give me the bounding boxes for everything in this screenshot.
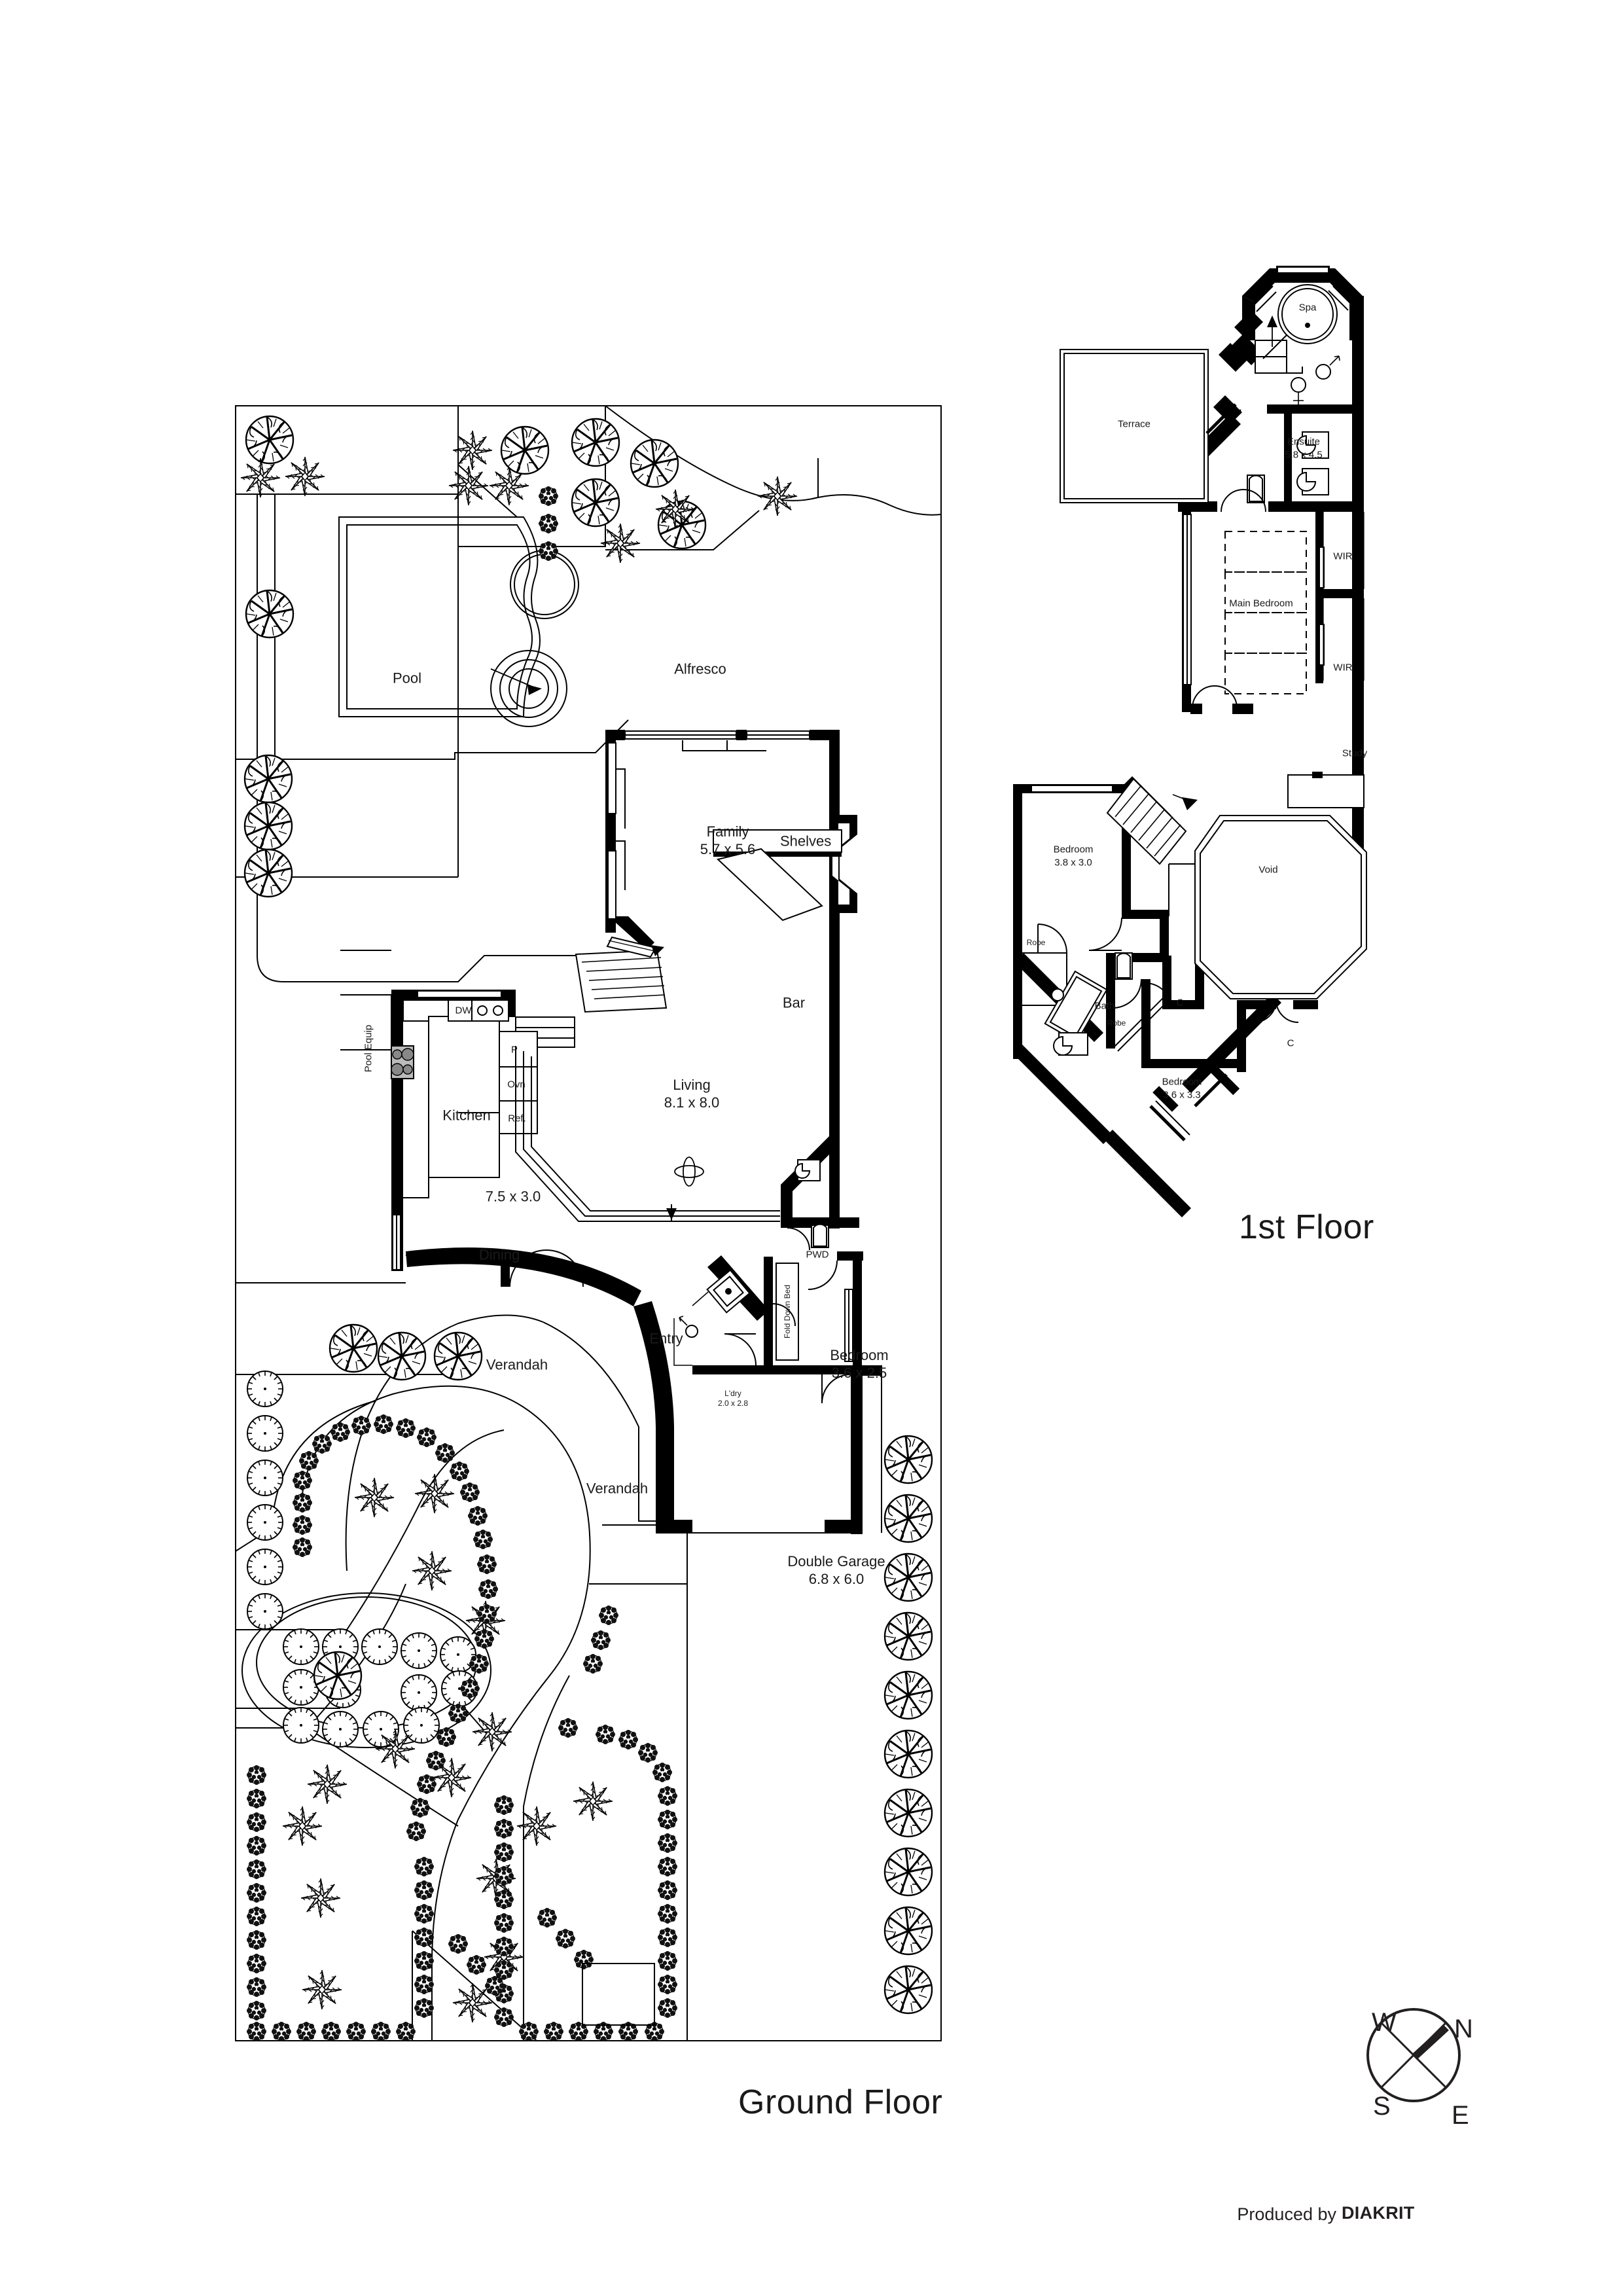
first-floor-title: 1st Floor (1239, 1208, 1374, 1246)
room-label-living: Living 8.1 x 8.0 (664, 1077, 720, 1111)
room-label-terrace: Terrace (1117, 418, 1151, 430)
room-label-kitchen-dimension: 7.5 x 3.0 (485, 1188, 541, 1205)
front-path-pad (582, 1963, 655, 2026)
room-label-double-garage: Double Garage 6.8 x 6.0 (787, 1553, 885, 1587)
planting-east-strip (883, 1435, 933, 2015)
compass-label-north: N (1454, 2015, 1473, 2043)
ceiling-fan (674, 1157, 704, 1187)
ground-floor-title: Ground Floor (738, 2083, 943, 2121)
rear-paving (236, 719, 629, 982)
appliance-label-oven: Ovn (507, 1079, 526, 1090)
first-floor-detail (1013, 266, 1367, 1141)
appliance-label-pantry: P (510, 1044, 518, 1056)
room-label-ensuite: Ensuite 5.8 x 4.5 (1285, 436, 1323, 461)
room-label-bath: Bath (1094, 1000, 1115, 1012)
interior-detail-ground (340, 730, 882, 1534)
room-label-cupboard-lower: C (1287, 1037, 1294, 1049)
room-label-laundry: L'dry 2.0 x 2.8 (717, 1389, 749, 1408)
room-label-spa: Spa (1298, 302, 1317, 314)
room-label-cupboard-upper: C (1176, 997, 1184, 1009)
room-label-pwd: PWD (806, 1249, 829, 1261)
brand-logo: DIAKRIT (1342, 2203, 1415, 2223)
compass-label-west: W (1372, 2008, 1397, 2037)
first-floor-plan (1013, 266, 1367, 1217)
compass-label-south: S (1373, 2092, 1391, 2121)
pool-step-arrow (527, 685, 542, 695)
appliance-label-dishwasher: DW (455, 1005, 472, 1016)
room-label-fold-down-bed: Fold Down Bed (783, 1284, 792, 1339)
site-boundary (235, 405, 942, 2041)
room-label-void: Void (1258, 864, 1278, 876)
garden-bed-rear (457, 405, 942, 550)
ground-floor-plan (235, 405, 942, 2042)
room-label-kitchen: Kitchen (442, 1107, 491, 1124)
room-label-wir-upper: WIR (1333, 550, 1353, 562)
produced-by-text: Produced by (1237, 2204, 1336, 2224)
room-label-family: Family 5.7 x 5.6 (700, 823, 756, 857)
room-label-robe-lower: Robe (1107, 1018, 1126, 1028)
appliance-label-refrigerator: Ref. (508, 1113, 526, 1124)
compass-label-east: E (1452, 2101, 1469, 2130)
room-label-entry: Entry (649, 1330, 683, 1347)
room-label-bedroom-1: Bedroom 3.8 x 3.0 (1053, 844, 1094, 869)
room-label-bedroom-2: Bedroom 3.6 x 3.3 (1162, 1076, 1202, 1101)
room-label-main-bedroom: Main Bedroom (1229, 598, 1293, 609)
room-label-pool-equip: Pool Equip (363, 1024, 374, 1073)
room-label-bar: Bar (782, 994, 806, 1011)
room-label-robe-upper: Robe (1026, 938, 1046, 947)
room-label-alfresco: Alfresco (674, 660, 726, 677)
room-label-bedroom-ground: Bedroom 3.6 x 2.5 (830, 1347, 889, 1381)
footer-credit: Produced by (1237, 2204, 1336, 2225)
room-label-wir-lower: WIR (1333, 662, 1353, 673)
room-label-study: Study (1342, 747, 1368, 759)
compass-rose-graphic (1366, 2008, 1461, 2102)
room-label-verandah-front: Verandah (486, 1356, 548, 1373)
room-label-dining: Dining (478, 1246, 520, 1263)
room-label-verandah-side: Verandah (586, 1480, 649, 1497)
room-label-pool: Pool (392, 670, 422, 687)
brand-name: DIAKRIT (1342, 2203, 1415, 2223)
